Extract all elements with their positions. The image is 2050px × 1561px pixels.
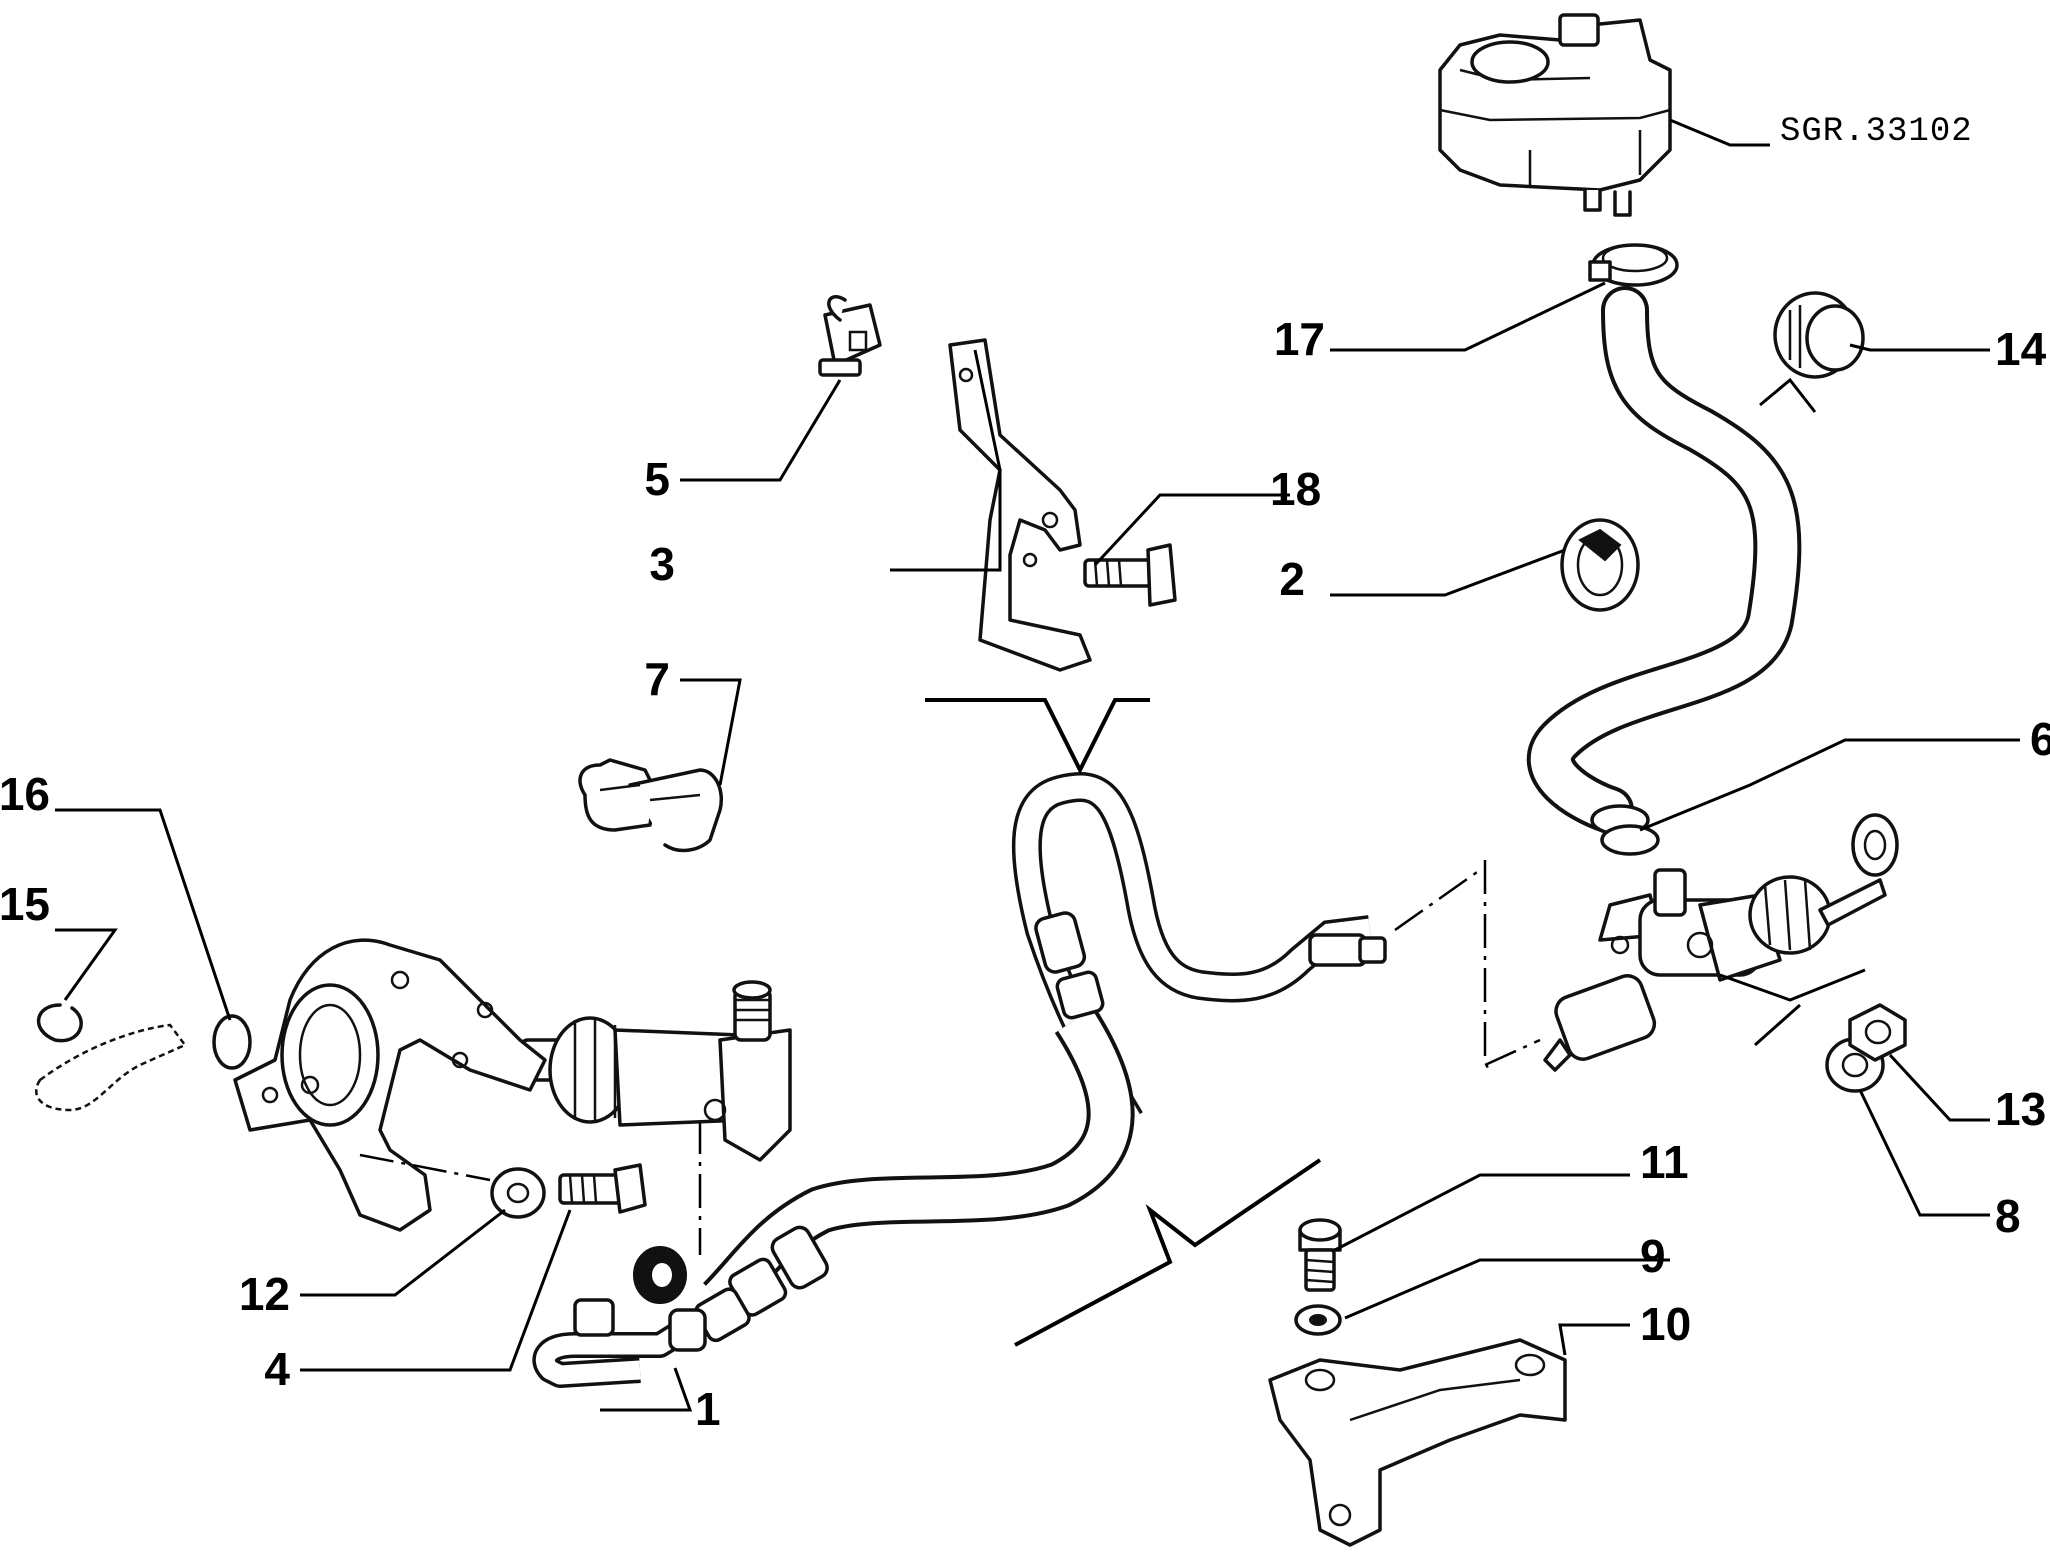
- clutch-slave-cylinder: [518, 980, 792, 1162]
- clutch-master-cylinder: [1543, 813, 1899, 1072]
- circlip-15: [36, 1003, 83, 1043]
- callout-14: 14: [1995, 323, 2047, 375]
- callout-3: 3: [649, 538, 675, 590]
- fluid-reservoir: [1438, 13, 1672, 217]
- hose-clamp-17: [1588, 243, 1679, 287]
- callout-17: 17: [1274, 313, 1325, 365]
- nut-13: [1848, 1003, 1907, 1062]
- callout-4: 4: [264, 1343, 290, 1395]
- hydraulic-pipe: [694, 772, 1387, 1343]
- seal-washer-1: [633, 1246, 687, 1304]
- callout-18: 18: [1270, 463, 1321, 515]
- bracket-10: [1268, 1338, 1567, 1547]
- callout-15: 15: [0, 878, 50, 930]
- callout-8: 8: [1995, 1190, 2021, 1242]
- pipe-stub: [532, 1298, 707, 1388]
- callout-11: 11: [1640, 1136, 1689, 1188]
- bolt-4: [558, 1163, 647, 1214]
- callout-16: 16: [0, 768, 50, 820]
- callout-7: 7: [644, 653, 670, 705]
- callout-5: 5: [644, 453, 670, 505]
- leader-lines: [55, 281, 2020, 1412]
- washer-9: [1294, 1304, 1342, 1336]
- callout-12: 12: [239, 1268, 290, 1320]
- snap-ring-16: [212, 1014, 252, 1070]
- grommet-14: [1773, 291, 1865, 379]
- washer-12: [490, 1167, 546, 1219]
- callout-labels: 1 2 3 4 5 6 7 8 9 10 11 12 13 14 15 16 1…: [0, 313, 2050, 1435]
- bolt-11: [1298, 1218, 1342, 1292]
- bracket-3: [948, 338, 1092, 672]
- callout-6: 6: [2030, 713, 2050, 765]
- callout-10: 10: [1640, 1298, 1691, 1350]
- release-fork: [35, 1023, 187, 1112]
- fluid-hose: [1526, 286, 1802, 834]
- callout-13: 13: [1995, 1083, 2046, 1135]
- callout-1: 1: [695, 1383, 721, 1435]
- callout-2: 2: [1279, 553, 1305, 605]
- drawing-reference: SGR.33102: [1780, 113, 1973, 151]
- hose-clamp-6: [1590, 804, 1660, 856]
- clip-2: [1560, 518, 1640, 612]
- clip-7: [578, 758, 723, 853]
- release-bearing-housing: [233, 938, 547, 1232]
- clip-5: [818, 295, 882, 377]
- bolt-18: [1083, 543, 1177, 607]
- callout-9: 9: [1640, 1230, 1666, 1282]
